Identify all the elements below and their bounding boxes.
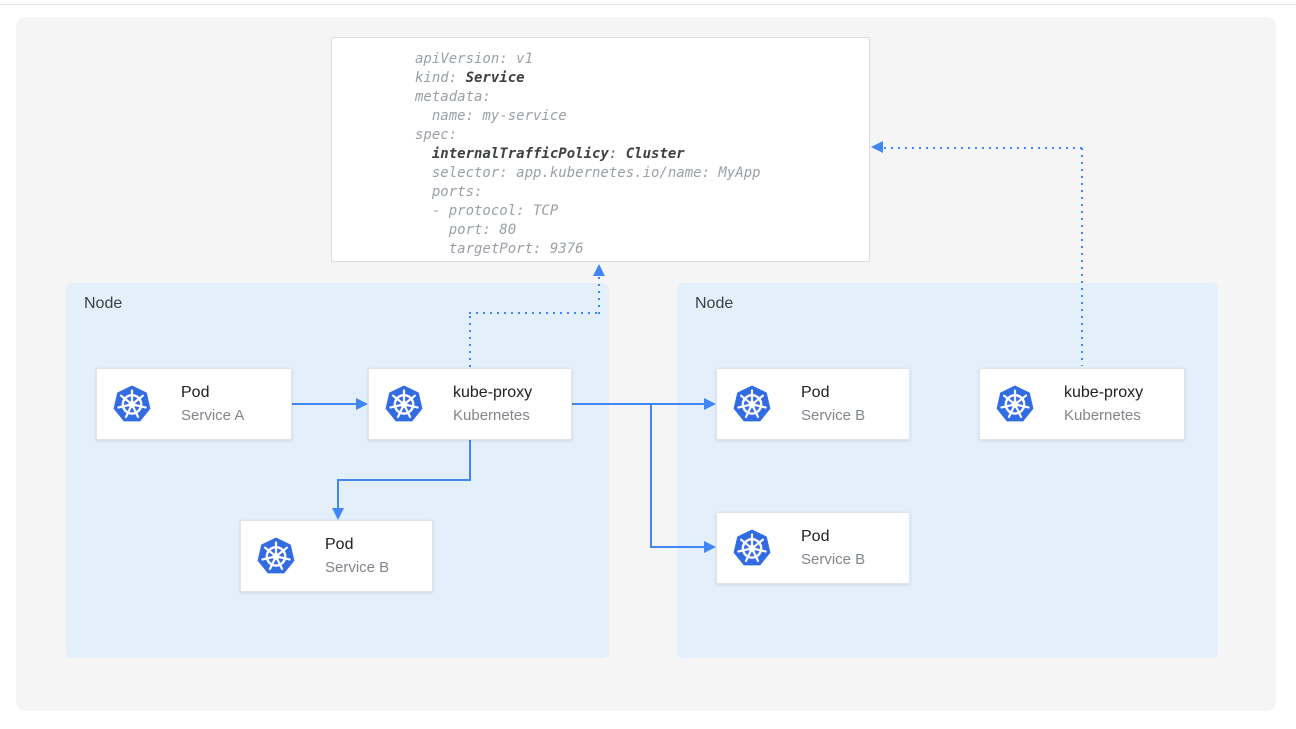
card-subtitle: Kubernetes — [1064, 407, 1141, 424]
node-label: Node — [695, 295, 734, 312]
card-kube-proxy-right: kube-proxy Kubernetes — [979, 368, 1185, 440]
kubernetes-icon — [732, 528, 772, 567]
card-title: kube-proxy — [453, 384, 533, 401]
arrowhead-into-pod-b-left — [332, 508, 344, 520]
card-text: kube-proxy Kubernetes — [1064, 383, 1143, 425]
card-pod-service-b-right-bottom: Pod Service B — [716, 512, 910, 584]
line-left-to-pod-b — [337, 479, 471, 481]
line-kube-proxy-to-pod-right-top — [572, 403, 704, 405]
dotted-kube-proxy-right-across — [884, 147, 1083, 149]
line-branch-down — [650, 403, 652, 548]
card-text: Pod Service A — [181, 383, 244, 425]
card-text: kube-proxy Kubernetes — [453, 383, 532, 425]
dotted-kube-proxy-left-across — [469, 312, 601, 314]
card-title: Pod — [801, 528, 830, 545]
arrowhead-into-pod-right-top — [704, 398, 716, 410]
card-title: Pod — [325, 536, 354, 553]
node-box-right: Node — [677, 283, 1218, 658]
card-pod-service-b-right-top: Pod Service B — [716, 368, 910, 440]
card-subtitle: Kubernetes — [453, 407, 530, 424]
card-text: Pod Service B — [325, 535, 389, 577]
card-subtitle: Service B — [325, 559, 390, 576]
kubernetes-icon — [732, 384, 772, 423]
card-title: Pod — [181, 384, 210, 401]
kubernetes-icon — [995, 384, 1035, 423]
card-pod-service-b-left: Pod Service B — [240, 520, 433, 592]
card-subtitle: Service B — [801, 407, 866, 424]
card-title: Pod — [801, 384, 830, 401]
arrowhead-into-yaml-bottom — [593, 264, 605, 276]
top-divider — [0, 4, 1296, 5]
kubernetes-icon — [256, 536, 296, 575]
dotted-kube-proxy-left-to-yaml — [598, 277, 600, 315]
kubernetes-icon — [384, 384, 424, 423]
kubernetes-icon — [112, 384, 152, 423]
line-branch-to-pod-right-bottom — [650, 546, 704, 548]
arrowhead-into-pod-right-bottom — [704, 541, 716, 553]
line-down-to-pod-b — [337, 479, 339, 508]
node-label: Node — [84, 295, 123, 312]
card-text: Pod Service B — [801, 383, 865, 425]
arrowhead-into-yaml-right — [871, 141, 883, 153]
node-box-left: Node — [66, 283, 609, 658]
arrowhead-into-kube-proxy-left — [356, 398, 368, 410]
dotted-kube-proxy-left-up — [469, 316, 471, 368]
dotted-kube-proxy-right-up — [1081, 148, 1083, 366]
card-title: kube-proxy — [1064, 384, 1144, 401]
line-pod-a-to-kube-proxy — [292, 403, 356, 405]
card-text: Pod Service B — [801, 527, 865, 569]
card-subtitle: Service B — [801, 551, 866, 568]
card-subtitle: Service A — [181, 407, 245, 424]
line-kube-proxy-down — [469, 440, 471, 481]
card-pod-service-a: Pod Service A — [96, 368, 292, 440]
card-kube-proxy-left: kube-proxy Kubernetes — [368, 368, 572, 440]
